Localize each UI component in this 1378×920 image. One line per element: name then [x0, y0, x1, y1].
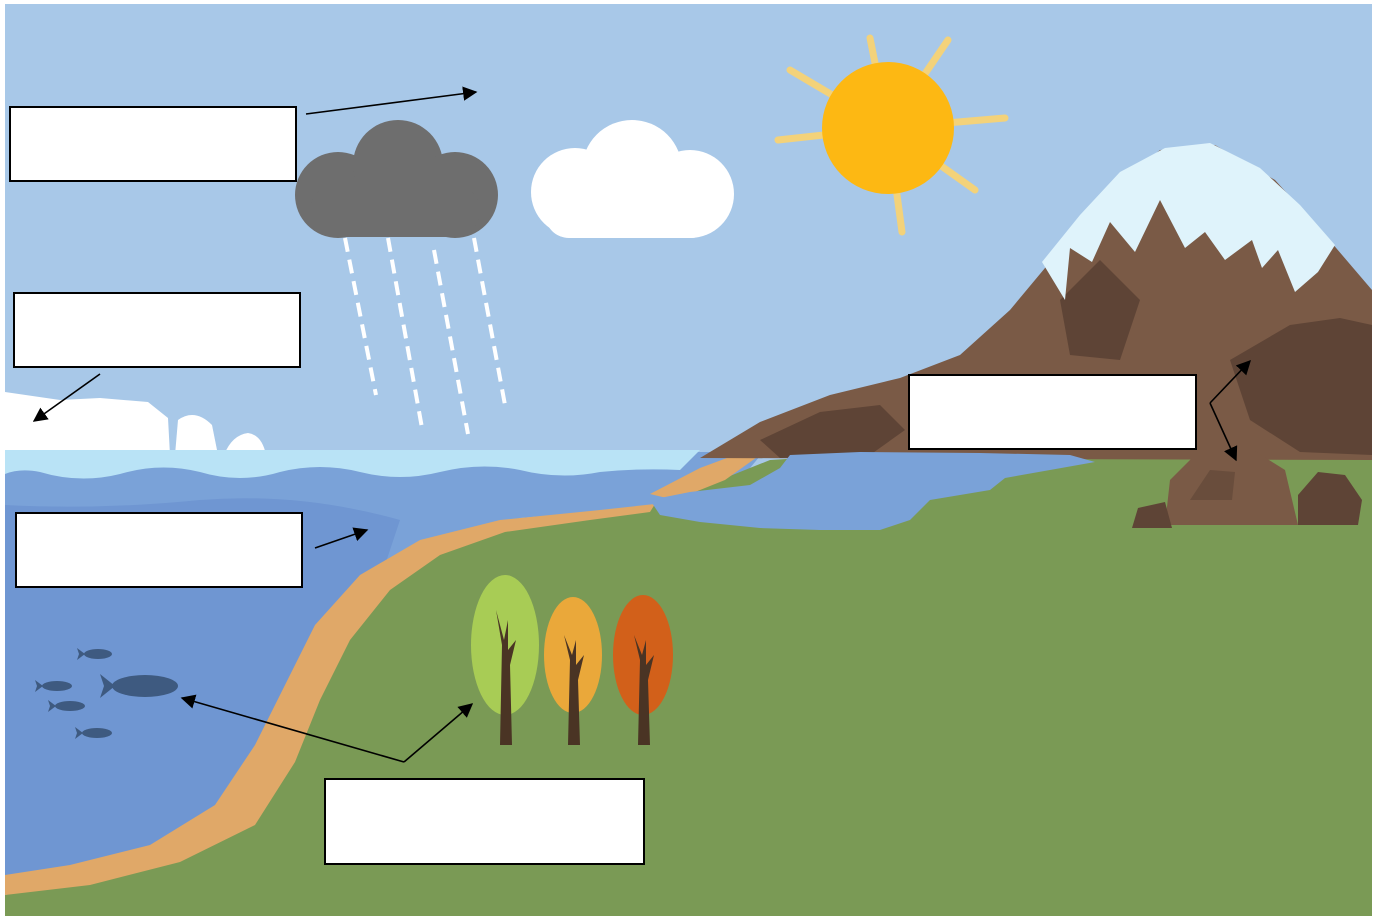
biosphere-answer-box[interactable] [324, 778, 645, 865]
geosphere-answer-box[interactable] [908, 374, 1197, 450]
hydrosphere-answer-box[interactable] [15, 512, 303, 588]
cryosphere-answer-box[interactable] [13, 292, 301, 368]
atmosphere-answer-box[interactable] [9, 106, 297, 182]
